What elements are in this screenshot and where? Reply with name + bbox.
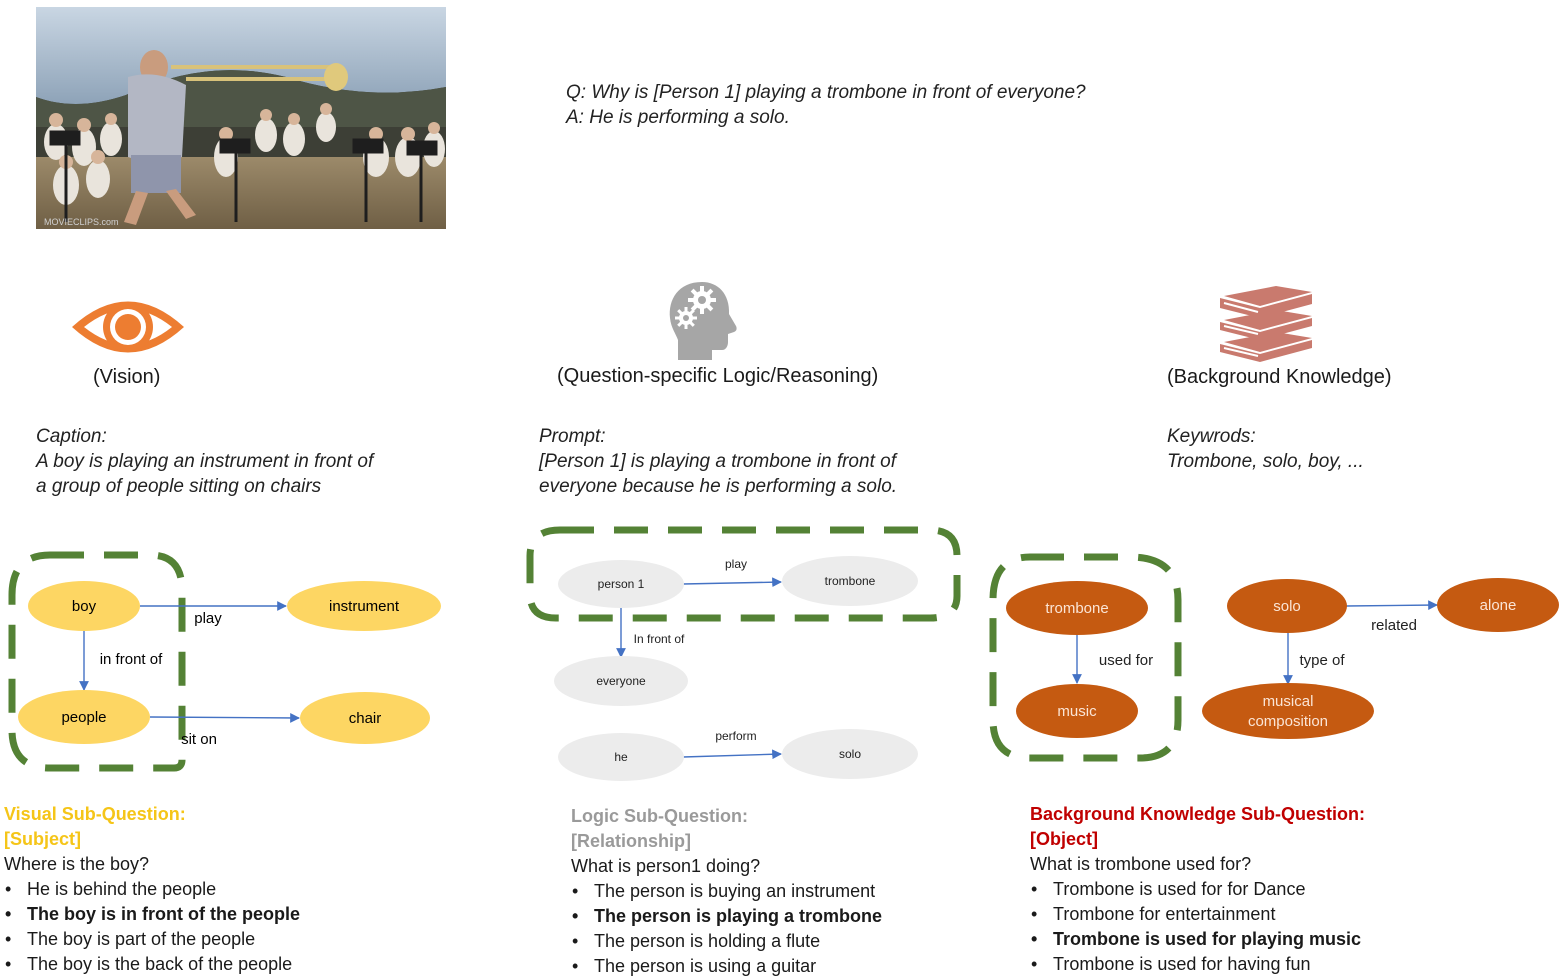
edge-label: in front of — [100, 651, 163, 668]
knowledge-options: Trombone is used for for Dance Trombone … — [1030, 877, 1365, 977]
visual-subquestion: Visual Sub-Question: [Subject] Where is … — [4, 802, 300, 977]
vision-label: (Vision) — [93, 366, 161, 388]
edge-label: play — [725, 557, 747, 571]
option-item-correct: The boy is in front of the people — [4, 902, 300, 927]
caption-line: a group of people sitting on chairs — [36, 476, 322, 497]
node-everyone — [554, 656, 688, 706]
knowledge-dashed-box — [989, 553, 1182, 762]
keywords-heading: Keywrods: — [1167, 426, 1256, 447]
caption-line: A boy is playing an instrument in front … — [36, 451, 374, 472]
node-label: chair — [349, 710, 382, 727]
logic-graph: person 1 trombone everyone he solo play … — [526, 526, 961, 781]
scene-photo: MOVIECLIPS.com — [36, 7, 446, 229]
logic-label: (Question-specific Logic/Reasoning) — [557, 365, 879, 387]
node-label: solo — [1273, 598, 1301, 615]
node-label: people — [61, 709, 106, 726]
eye-icon — [72, 301, 184, 353]
option-item: He is behind the people — [4, 877, 300, 902]
edge-label: play — [194, 610, 222, 627]
node-instrument — [287, 581, 441, 631]
edge-label: related — [1371, 617, 1417, 634]
option-item: The person is using a guitar — [571, 954, 882, 979]
node-trombone — [782, 556, 918, 606]
visual-subq-question: Where is the boy? — [4, 854, 150, 874]
head-gears-icon — [669, 282, 737, 360]
edge-label: perform — [715, 729, 756, 743]
logic-subq-question: What is person1 doing? — [571, 856, 761, 876]
question-text: Q: Why is [Person 1] playing a trombone … — [566, 82, 1086, 103]
watermark: MOVIECLIPS.com — [44, 217, 119, 227]
edge-arrow — [682, 749, 782, 760]
option-item-correct: Trombone is used for playing music — [1030, 927, 1365, 952]
node-label: instrument — [329, 598, 400, 615]
answer-text: A: He is performing a solo. — [566, 107, 790, 128]
option-item: The person is holding a flute — [571, 929, 882, 954]
logic-subq-title: Logic Sub-Question: — [571, 806, 748, 826]
edge-label: used for — [1099, 652, 1153, 669]
knowledge-subq-title: Background Knowledge Sub-Question: — [1030, 804, 1366, 824]
books-icon — [1220, 286, 1312, 362]
vision-dashed-box — [8, 551, 186, 772]
node-label: alone — [1480, 597, 1517, 614]
node-label: he — [614, 750, 628, 764]
edge-arrow — [149, 713, 300, 723]
node-label: everyone — [596, 674, 646, 688]
edge-arrow — [682, 577, 782, 588]
logic-subquestion: Logic Sub-Question: [Relationship] What … — [571, 804, 882, 979]
node-trombone — [1006, 581, 1148, 635]
logic-subq-tag: [Relationship] — [571, 831, 691, 851]
prompt-heading: Prompt: — [539, 426, 606, 447]
prompt-line: everyone because he is performing a solo… — [539, 476, 898, 497]
option-item: Trombone is used for for Dance — [1030, 877, 1365, 902]
node-person-1 — [558, 560, 684, 608]
logic-options: The person is buying an instrument The p… — [571, 879, 882, 979]
node-boy — [28, 581, 140, 631]
knowledge-subq-tag: [Object] — [1030, 829, 1099, 849]
node-solo — [782, 729, 918, 779]
knowledge-label: (Background Knowledge) — [1167, 366, 1392, 388]
option-item: The boy is the back of the people — [4, 952, 300, 977]
node-label: trombone — [825, 574, 876, 588]
caption-block: Caption: A boy is playing an instrument … — [36, 424, 373, 499]
node-label: boy — [72, 598, 97, 615]
prompt-block: Prompt: [Person 1] is playing a trombone… — [539, 424, 897, 499]
node-chair — [300, 692, 430, 744]
edge-arrow — [1345, 600, 1438, 610]
knowledge-subquestion: Background Knowledge Sub-Question: [Obje… — [1030, 802, 1365, 977]
visual-subq-tag: [Subject] — [4, 829, 82, 849]
question-answer: Q: Why is [Person 1] playing a trombone … — [566, 80, 1086, 130]
visual-subq-title: Visual Sub-Question: — [4, 804, 186, 824]
node-solo — [1227, 579, 1347, 633]
node-label: musical — [1263, 693, 1314, 710]
option-item: Trombone is used for having fun — [1030, 952, 1365, 977]
edge-label: type of — [1299, 652, 1345, 669]
edge-label: sit on — [181, 731, 217, 748]
visual-options: He is behind the people The boy is in fr… — [4, 877, 300, 977]
node-he — [558, 733, 684, 781]
logic-dashed-box — [526, 526, 961, 622]
node-label: solo — [839, 747, 861, 761]
node-label: person 1 — [598, 577, 645, 591]
node-musical-composition — [1202, 683, 1374, 739]
caption-heading: Caption: — [36, 426, 107, 447]
prompt-line: [Person 1] is playing a trombone in fron… — [539, 451, 896, 472]
node-people — [18, 690, 150, 744]
keywords-block: Keywrods: Trombone, solo, boy, ... — [1167, 424, 1364, 474]
vision-graph: boy instrument people chair play in fron… — [8, 551, 441, 772]
node-music — [1016, 684, 1138, 738]
option-item: The person is buying an instrument — [571, 879, 882, 904]
knowledge-graph: trombone music solo alone musical compos… — [989, 553, 1559, 762]
edge-label: In front of — [634, 632, 685, 646]
node-label: music — [1057, 703, 1097, 720]
option-item: Trombone for entertainment — [1030, 902, 1365, 927]
node-alone — [1437, 578, 1559, 632]
option-item: The boy is part of the people — [4, 927, 300, 952]
knowledge-subq-question: What is trombone used for? — [1030, 854, 1252, 874]
keywords-line: Trombone, solo, boy, ... — [1167, 451, 1364, 472]
node-label: composition — [1248, 713, 1328, 730]
node-label: trombone — [1045, 600, 1108, 617]
option-item-correct: The person is playing a trombone — [571, 904, 882, 929]
